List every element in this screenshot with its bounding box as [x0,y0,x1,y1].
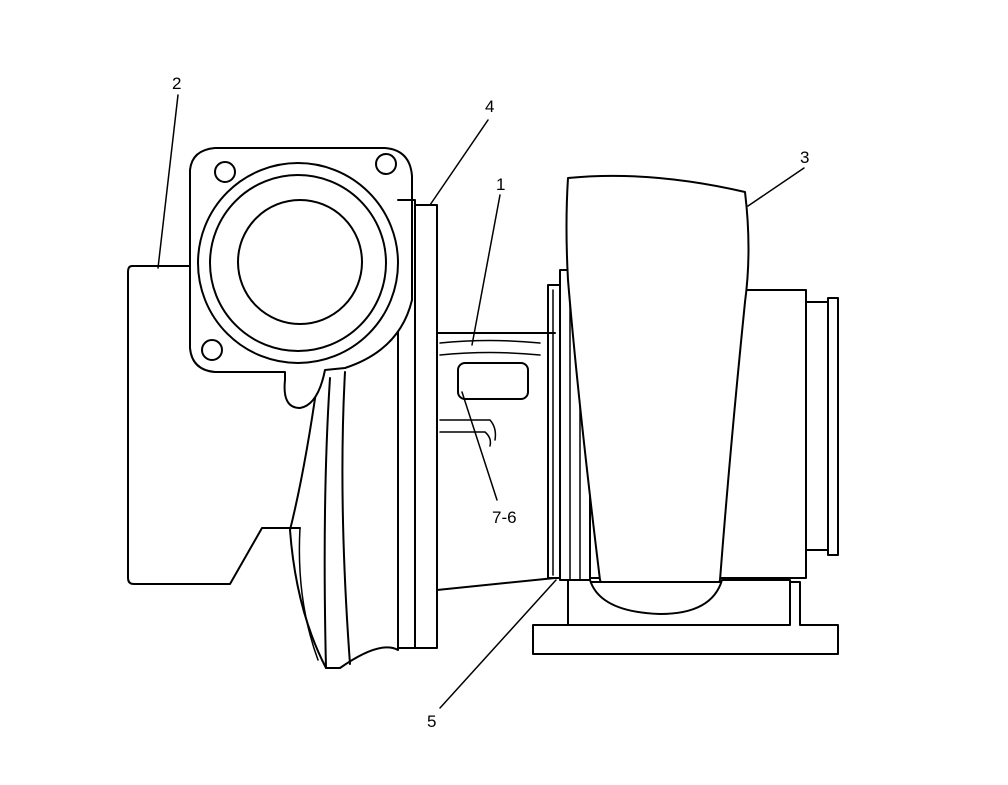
turbine-volute [289,319,399,669]
turbine-backplate [397,199,438,649]
center-housing [436,332,556,591]
oil-port [457,362,529,400]
leader-5 [439,579,557,709]
leader-lines [157,94,805,709]
flange-bolt-hole [375,153,397,175]
flange-bolt-hole [214,161,236,183]
compressor-outlet-volute [565,174,750,613]
callout-7-6: 7-6 [492,508,517,527]
leader-2 [157,94,179,269]
inlet-flange [189,147,413,409]
callout-1: 1 [496,175,505,194]
leader-7-6 [461,391,498,501]
turbine-housing [127,265,301,585]
leader-1 [471,194,501,346]
leader-4 [429,119,489,206]
callout-3: 3 [800,148,809,167]
callout-4: 4 [485,97,494,116]
compressor-housing [532,174,839,655]
callout-2: 2 [172,74,181,93]
callout-labels: 2 4 1 3 7-6 5 [172,74,809,731]
inlet-bore [237,199,363,325]
callout-5: 5 [427,712,436,731]
flange-bolt-hole [201,339,223,361]
inlet-outer-ring [197,162,399,364]
leader-3 [747,167,805,207]
